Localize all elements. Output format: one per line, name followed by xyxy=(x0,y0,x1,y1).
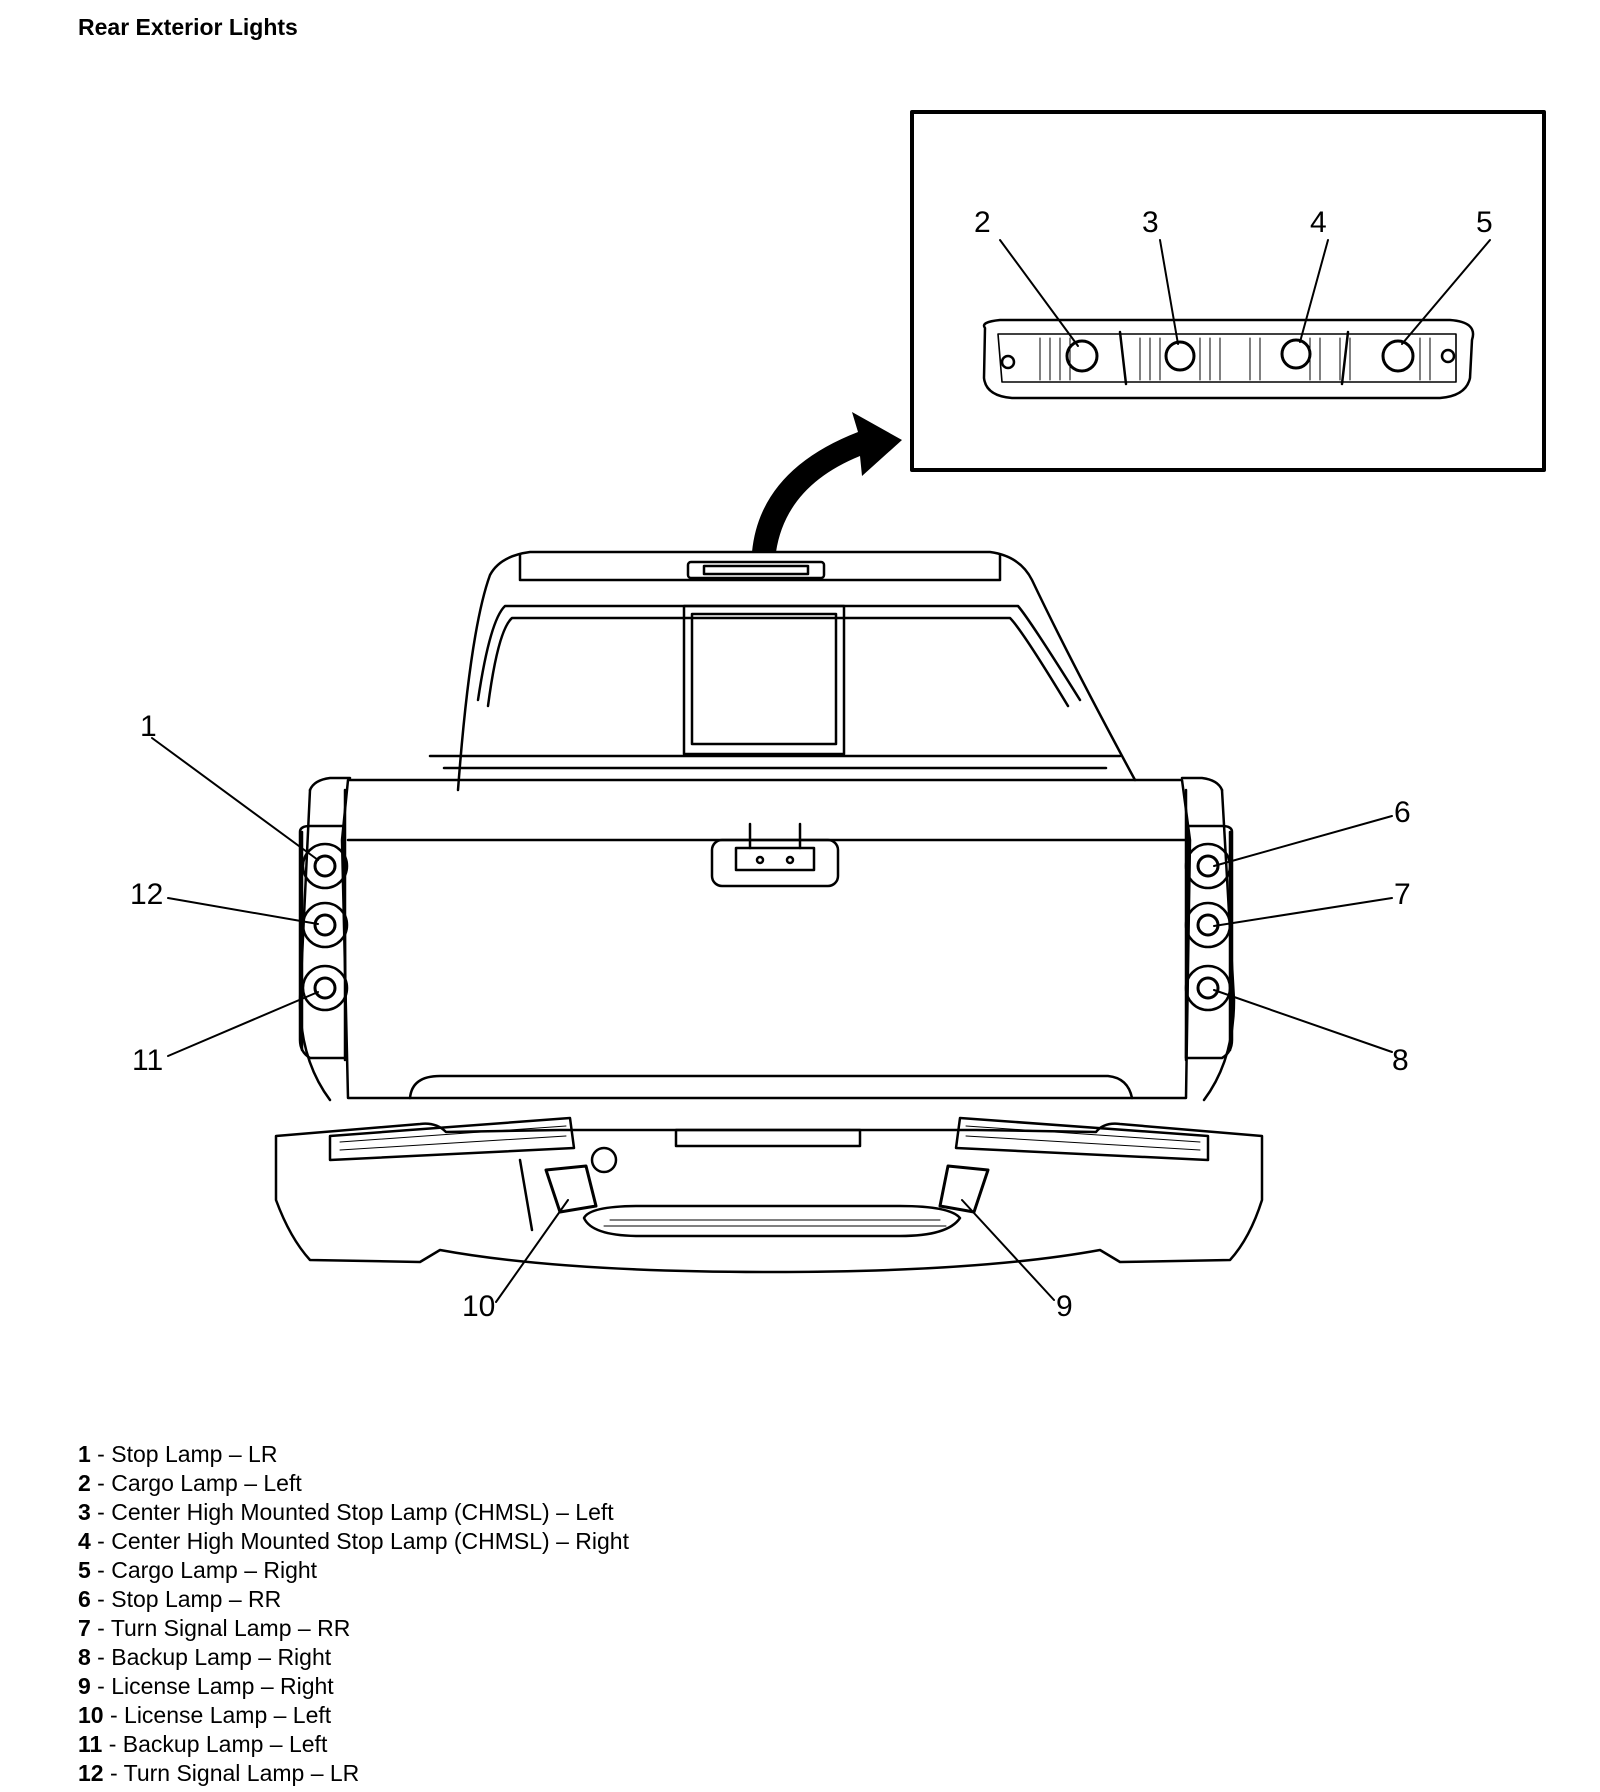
left-tail-lamp xyxy=(298,824,349,1060)
legend-text: - Cargo Lamp – Left xyxy=(90,1470,302,1496)
backup-lamp-right xyxy=(1184,964,1232,1012)
legend-text: - License Lamp – Left xyxy=(103,1702,332,1728)
inset-detail-box xyxy=(910,110,1546,472)
stop-lamp-rr xyxy=(1184,842,1232,890)
legend-item: 10 - License Lamp – Left xyxy=(78,1701,629,1730)
legend-text: - Cargo Lamp – Right xyxy=(90,1557,318,1583)
rear-bumper xyxy=(274,1116,1264,1274)
legend-item: 2 - Cargo Lamp – Left xyxy=(78,1469,629,1498)
callout-10: 10 xyxy=(462,1290,495,1323)
cab-outline xyxy=(428,550,1137,792)
legend-item: 5 - Cargo Lamp – Right xyxy=(78,1556,629,1585)
callout-6: 6 xyxy=(1394,796,1411,829)
legend-number: 6 xyxy=(78,1586,91,1612)
legend-number: 8 xyxy=(78,1644,91,1670)
legend-item: 9 - License Lamp – Right xyxy=(78,1672,629,1701)
backup-lamp-left xyxy=(301,964,349,1012)
callout-3: 3 xyxy=(1142,206,1159,239)
legend-text: - Backup Lamp – Left xyxy=(102,1731,328,1757)
legend-item: 12 - Turn Signal Lamp – LR xyxy=(78,1759,629,1788)
step-pad-texture xyxy=(339,1125,1201,1151)
legend-number: 7 xyxy=(78,1615,91,1641)
legend-text: - Center High Mounted Stop Lamp (CHMSL) … xyxy=(90,1499,614,1525)
callout-5: 5 xyxy=(1476,206,1493,239)
pointer-arrow xyxy=(752,412,902,552)
legend-item: 4 - Center High Mounted Stop Lamp (CHMSL… xyxy=(78,1527,629,1556)
bulb-3 xyxy=(1164,340,1196,372)
legend-text: - Center High Mounted Stop Lamp (CHMSL) … xyxy=(90,1528,629,1554)
turn-signal-lamp-lr xyxy=(301,901,349,949)
legend-item: 1 - Stop Lamp – LR xyxy=(78,1440,629,1469)
license-lamp-right xyxy=(938,1164,990,1214)
bed-outline xyxy=(298,776,1236,1102)
callout-11: 11 xyxy=(132,1044,163,1077)
legend-number: 11 xyxy=(78,1731,103,1757)
license-lamp-left xyxy=(544,1164,598,1214)
bulb-4 xyxy=(1280,338,1312,370)
legend-item: 11 - Backup Lamp – Left xyxy=(78,1730,629,1759)
leader-lines xyxy=(151,737,1393,1303)
bulb-5 xyxy=(1381,339,1415,373)
legend-number: 4 xyxy=(78,1528,91,1554)
legend-number: 5 xyxy=(78,1557,91,1583)
callout-8: 8 xyxy=(1392,1044,1409,1077)
callout-1: 1 xyxy=(140,710,157,743)
legend-number: 12 xyxy=(78,1760,104,1786)
callout-9: 9 xyxy=(1056,1290,1073,1323)
lens-ribbing xyxy=(1039,337,1431,381)
legend-text: - Stop Lamp – RR xyxy=(90,1586,282,1612)
legend-item: 6 - Stop Lamp – RR xyxy=(78,1585,629,1614)
legend-number: 9 xyxy=(78,1673,91,1699)
truck-rear-diagram: 2 3 4 5 1 12 11 6 7 8 10 9 xyxy=(130,110,1546,1323)
legend-number: 1 xyxy=(78,1441,91,1467)
bulb-2 xyxy=(1065,339,1099,373)
legend-text: - Stop Lamp – LR xyxy=(90,1441,278,1467)
parts-legend: 1 - Stop Lamp – LR 2 - Cargo Lamp – Left… xyxy=(78,1440,629,1788)
legend-number: 2 xyxy=(78,1470,91,1496)
bumper-grille-texture xyxy=(603,1219,947,1227)
tailgate-handle xyxy=(710,822,840,888)
legend-item: 3 - Center High Mounted Stop Lamp (CHMSL… xyxy=(78,1498,629,1527)
callout-12: 12 xyxy=(130,878,163,911)
callout-4: 4 xyxy=(1310,206,1327,239)
stop-lamp-lr xyxy=(301,842,349,890)
callout-7: 7 xyxy=(1394,878,1411,911)
tailgate xyxy=(340,778,1192,1100)
legend-text: - Turn Signal Lamp – LR xyxy=(103,1760,360,1786)
legend-text: - License Lamp – Right xyxy=(90,1673,334,1699)
turn-signal-lamp-rr xyxy=(1184,901,1232,949)
legend-item: 7 - Turn Signal Lamp – RR xyxy=(78,1614,629,1643)
legend-text: - Turn Signal Lamp – RR xyxy=(90,1615,351,1641)
callout-2: 2 xyxy=(974,206,991,239)
legend-text: - Backup Lamp – Right xyxy=(90,1644,332,1670)
legend-item: 8 - Backup Lamp – Right xyxy=(78,1643,629,1672)
legend-number: 3 xyxy=(78,1499,91,1525)
page-title: Rear Exterior Lights xyxy=(78,14,298,40)
legend-number: 10 xyxy=(78,1702,104,1728)
